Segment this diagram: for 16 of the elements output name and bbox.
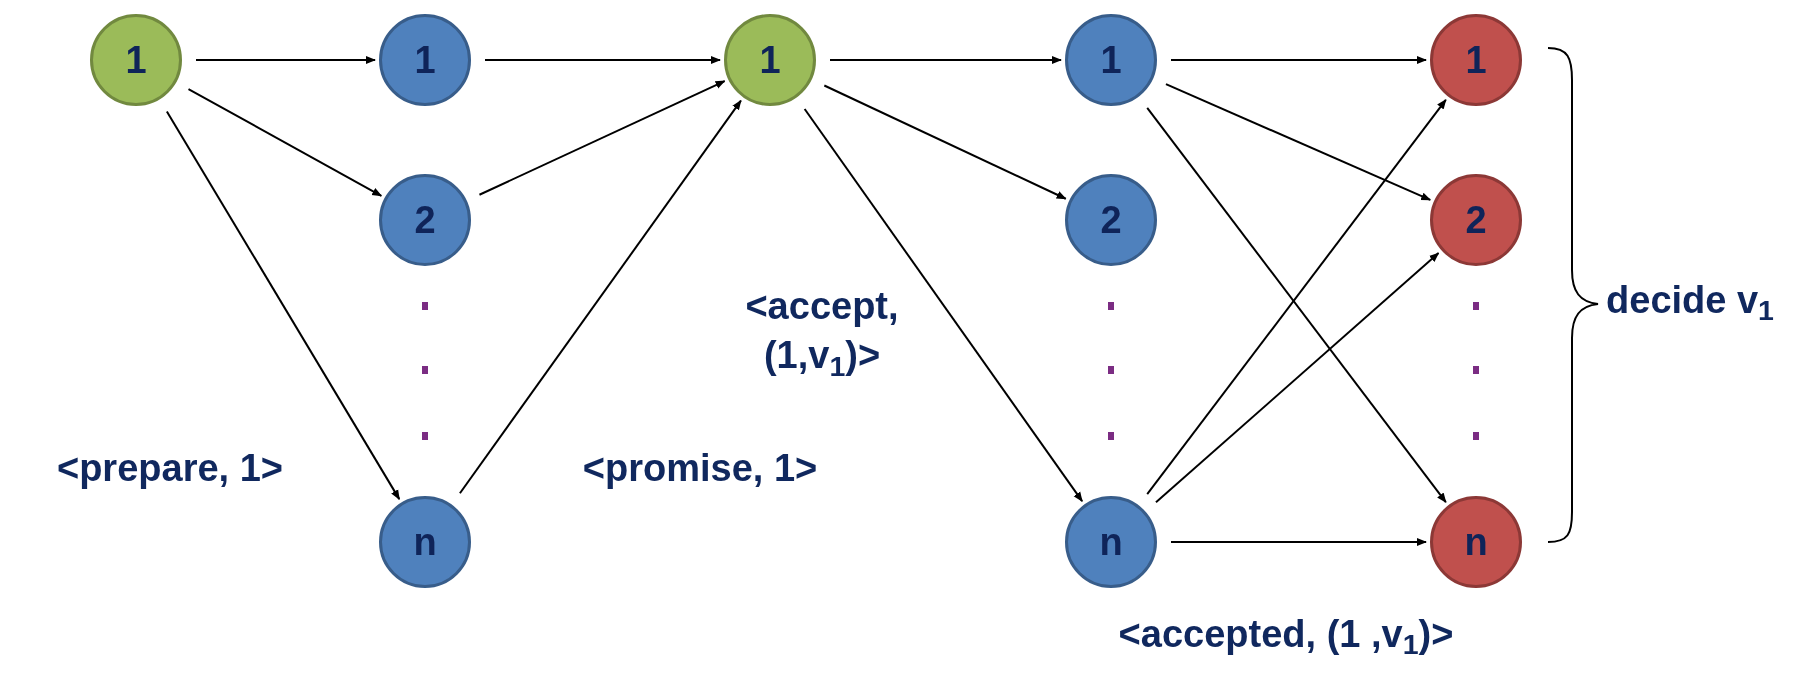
arrow <box>803 108 1084 503</box>
arrow <box>823 84 1067 200</box>
arrow <box>1170 56 1427 64</box>
message-label: <promise, 1> <box>581 446 819 491</box>
arrow <box>829 56 1062 64</box>
arrow <box>478 80 726 196</box>
message-label: <accepted, (1 ,v$_{1}$)> <box>1117 612 1455 660</box>
message-label: decide v$_{1}$ <box>1605 278 1775 326</box>
arrow <box>1164 83 1432 201</box>
arrow <box>1170 538 1427 546</box>
arrow <box>195 56 376 64</box>
message-label: <prepare, 1> <box>55 446 284 491</box>
arrow <box>1155 252 1440 504</box>
arrow <box>458 99 742 495</box>
arrow <box>484 56 721 64</box>
message-label: <accept, (1,v$_{1}$)> <box>744 284 900 381</box>
